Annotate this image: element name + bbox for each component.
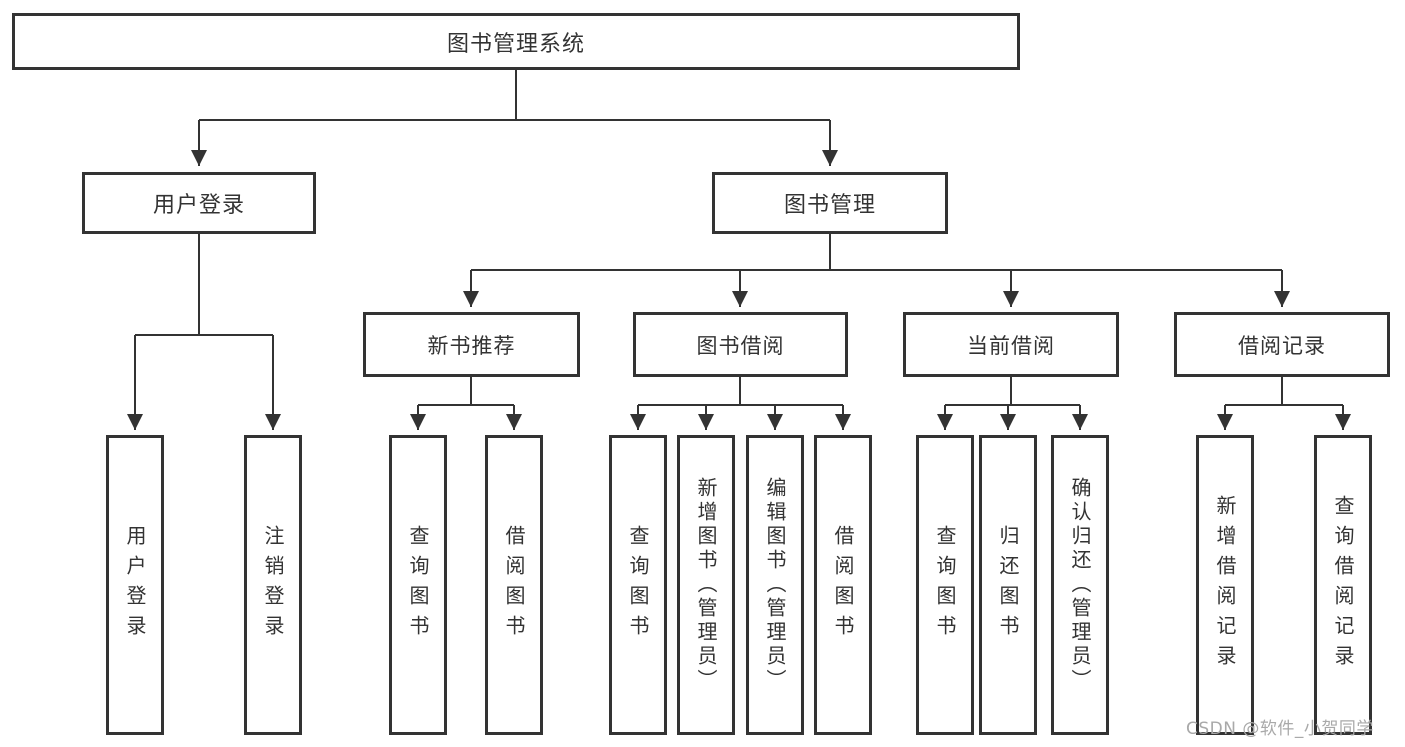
- leaf-user-login: 用户登录: [106, 435, 164, 735]
- node-root-system: 图书管理系统: [12, 13, 1020, 70]
- leaf-query-books-current: 查询图书: [916, 435, 974, 735]
- leaf-borrow-books-recommend: 借阅图书: [485, 435, 543, 735]
- leaf-query-books-recommend: 查询图书: [389, 435, 447, 735]
- node-book-management: 图书管理: [712, 172, 948, 234]
- leaf-add-borrow-record: 新增借阅记录: [1196, 435, 1254, 735]
- leaf-add-books-admin: 新增图书（管理员）: [677, 435, 735, 735]
- leaf-query-borrow-record: 查询借阅记录: [1314, 435, 1372, 735]
- node-new-book-recommend: 新书推荐: [363, 312, 580, 377]
- node-current-borrowing: 当前借阅: [903, 312, 1119, 377]
- leaf-return-books: 归还图书: [979, 435, 1037, 735]
- csdn-watermark: CSDN @软件_小贺同学: [1186, 719, 1374, 739]
- leaf-edit-books-admin: 编辑图书（管理员）: [746, 435, 804, 735]
- leaf-query-books-borrowing: 查询图书: [609, 435, 667, 735]
- node-book-borrowing: 图书借阅: [633, 312, 848, 377]
- leaf-logout: 注销登录: [244, 435, 302, 735]
- node-user-login: 用户登录: [82, 172, 316, 234]
- leaf-confirm-return-admin: 确认归还（管理员）: [1051, 435, 1109, 735]
- node-borrowing-records: 借阅记录: [1174, 312, 1390, 377]
- leaf-borrow-books: 借阅图书: [814, 435, 872, 735]
